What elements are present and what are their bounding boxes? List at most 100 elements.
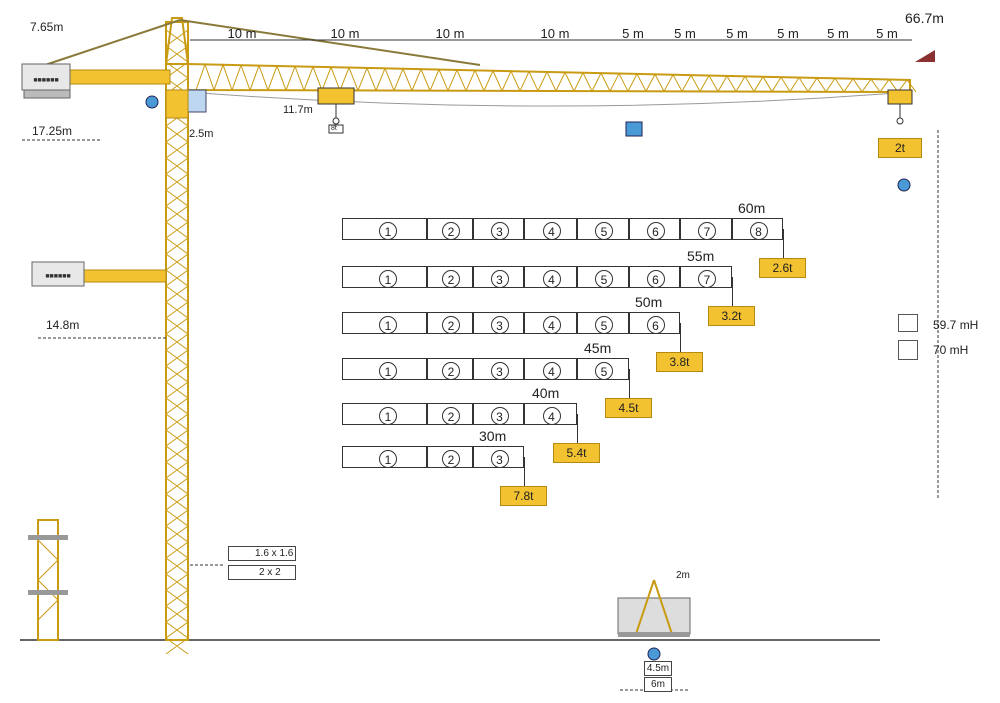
counter-jib: ■■■■■■: [21, 63, 171, 99]
jib-section-number: 2: [442, 450, 460, 468]
jib-section-number: 1: [379, 316, 397, 334]
jib-segment-label: 5 m: [674, 26, 696, 41]
jib-section-cell: 1: [342, 266, 427, 288]
trolley-inner: [317, 87, 355, 134]
jib-segment-label: 10 m: [435, 26, 465, 41]
jib-segment-label: 5 m: [827, 26, 849, 41]
mast-legend-1: 1.6 x 1.6: [228, 546, 296, 561]
jib-section-number: 3: [490, 316, 509, 334]
jib-section-number: 2: [442, 222, 460, 240]
trolley-motion-icon: [625, 121, 643, 137]
trolley-min-label: 11.7m: [283, 104, 313, 116]
jib-section-number: 7: [698, 270, 716, 288]
jib-section-cell: 4: [524, 218, 577, 240]
height-legend-box-2: [898, 340, 918, 360]
jib-section-number: 3: [490, 407, 509, 425]
jib-section-number: 4: [542, 362, 561, 380]
jib-section-cell: 6: [629, 312, 680, 334]
jib-section-cell: 5: [577, 312, 629, 334]
jib-tie-front: [179, 19, 481, 66]
jib-section-cell: 2: [427, 446, 473, 468]
main-jib: [187, 62, 917, 107]
jib-segment-label: 10 m: [227, 26, 257, 41]
counter-jib-label: 17.25m: [32, 124, 73, 138]
mast-legend-2: 2 x 2: [228, 565, 296, 580]
base-width-label: 2m: [676, 570, 690, 581]
config-length-label: 45m: [584, 340, 612, 356]
svg-text:■■■■■■: ■■■■■■: [45, 273, 70, 280]
tower-head: [164, 17, 190, 65]
jib-section-number: 2: [442, 407, 460, 425]
jib-segment-label: 5 m: [876, 26, 898, 41]
jib-section-number: 3: [490, 270, 509, 288]
config-load-badge: 3.8t: [656, 352, 703, 372]
jib-section-number: 2: [442, 316, 460, 334]
jib-section-cell: 5: [577, 218, 629, 240]
jib-section-number: 4: [542, 316, 561, 334]
slew-rotation-icon: [145, 95, 159, 109]
height-legend-label-2: 70 mH: [933, 343, 969, 357]
jib-section-cell: 3: [473, 403, 524, 425]
max-height-label: 66.7m: [905, 10, 944, 26]
height-legend-box-1: [898, 314, 918, 332]
jib-section-cell: 3: [473, 312, 524, 334]
trolley-weight-label: 8t: [331, 125, 337, 132]
trolley-outer: [887, 89, 913, 125]
jib-tie-back: [29, 19, 181, 71]
jib-section-cell: 1: [342, 358, 427, 380]
base-legend-label-2: 6m: [651, 679, 665, 690]
config-load-leader: [629, 369, 630, 399]
jib-section-number: 4: [542, 222, 561, 240]
config-length-label: 30m: [479, 428, 507, 444]
jib-section-cell: 2: [427, 403, 473, 425]
jib-section-cell: 8: [732, 218, 783, 240]
jib-section-number: 2: [442, 362, 460, 380]
jib-section-number: 1: [379, 450, 397, 468]
jib-section-cell: 4: [524, 266, 577, 288]
jib-section-number: 5: [595, 222, 613, 240]
jib-section-number: 1: [379, 362, 397, 380]
jib-section-number: 7: [698, 222, 716, 240]
jib-section-number: 6: [646, 270, 665, 288]
jib-section-cell: 5: [577, 358, 629, 380]
config-load-badge: 7.8t: [500, 486, 547, 506]
config-load-badge: 3.2t: [708, 306, 755, 326]
config-load-leader: [732, 277, 733, 307]
config-load-leader: [680, 323, 681, 353]
jib-section-cell: 5: [577, 266, 629, 288]
jib-segment-label: 5 m: [777, 26, 799, 41]
jib-section-cell: 1: [342, 312, 427, 334]
jib-section-number: 5: [595, 270, 613, 288]
jib-section-number: 3: [490, 362, 509, 380]
jib-section-cell: 6: [629, 218, 680, 240]
jib-section-cell: 4: [524, 358, 577, 380]
jib-section-cell: 1: [342, 446, 427, 468]
top-height-label: 7.65m: [30, 20, 64, 34]
jib-section-number: 1: [379, 222, 397, 240]
base-legend-label-1: 4.5m: [646, 663, 670, 674]
jib-section-number: 3: [490, 450, 509, 468]
lower-counter-jib-label: 14.8m: [46, 318, 80, 332]
operator-cab: [187, 89, 207, 113]
jib-section-number: 4: [542, 270, 561, 288]
jib-section-number: 4: [542, 407, 561, 425]
jib-section-cell: 2: [427, 218, 473, 240]
jib-section-number: 5: [595, 362, 613, 380]
jib-section-cell: 3: [473, 446, 524, 468]
jib-section-number: 3: [490, 222, 509, 240]
cab-offset-label: 2.5m: [189, 128, 214, 140]
jib-section-cell: 1: [342, 218, 427, 240]
jib-section-number: 2: [442, 270, 460, 288]
config-length-label: 40m: [532, 385, 560, 401]
height-legend-label-1: 59.7 mH: [933, 318, 979, 332]
svg-text:■■■■■■: ■■■■■■: [33, 77, 58, 84]
config-load-leader: [577, 414, 578, 444]
config-load-badge: 4.5t: [605, 398, 652, 418]
max-height-marker: [915, 50, 935, 62]
jib-section-cell: 4: [524, 403, 577, 425]
jib-section-cell: 1: [342, 403, 427, 425]
jib-segment-label: 10 m: [330, 26, 360, 41]
jib-section-cell: 2: [427, 312, 473, 334]
jib-section-cell: 7: [680, 266, 732, 288]
